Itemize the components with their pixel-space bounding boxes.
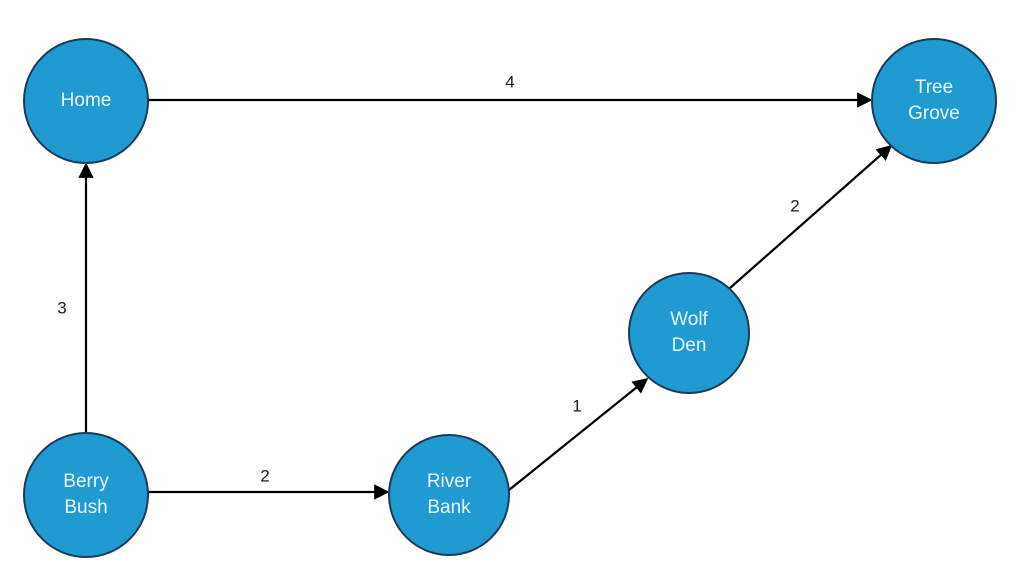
node-circle-berry_bush[interactable] — [23, 432, 149, 558]
edge-weight-berry_bush-river_bank: 2 — [260, 466, 269, 485]
node-circle-wolf_den[interactable] — [628, 272, 750, 394]
edge-weight-river_bank-wolf_den: 1 — [572, 396, 581, 415]
graph-edge-river_bank-wolf_den[interactable] — [493, 378, 649, 505]
edge-weight-home-tree_grove: 4 — [505, 72, 514, 91]
node-circle-river_bank[interactable] — [388, 434, 510, 556]
edge-weight-home-berry_bush: 3 — [57, 298, 66, 317]
graph-node-home[interactable]: Home — [23, 38, 149, 164]
graph-edge-wolf_den-tree_grove[interactable] — [714, 144, 893, 303]
node-circle-tree_grove[interactable] — [871, 38, 997, 164]
edges-layer — [78, 92, 893, 505]
node-circle-home[interactable] — [23, 38, 149, 164]
edge-weight-wolf_den-tree_grove: 2 — [790, 196, 799, 215]
edge-weights-layer: 4 3 2 1 2 — [57, 72, 799, 485]
